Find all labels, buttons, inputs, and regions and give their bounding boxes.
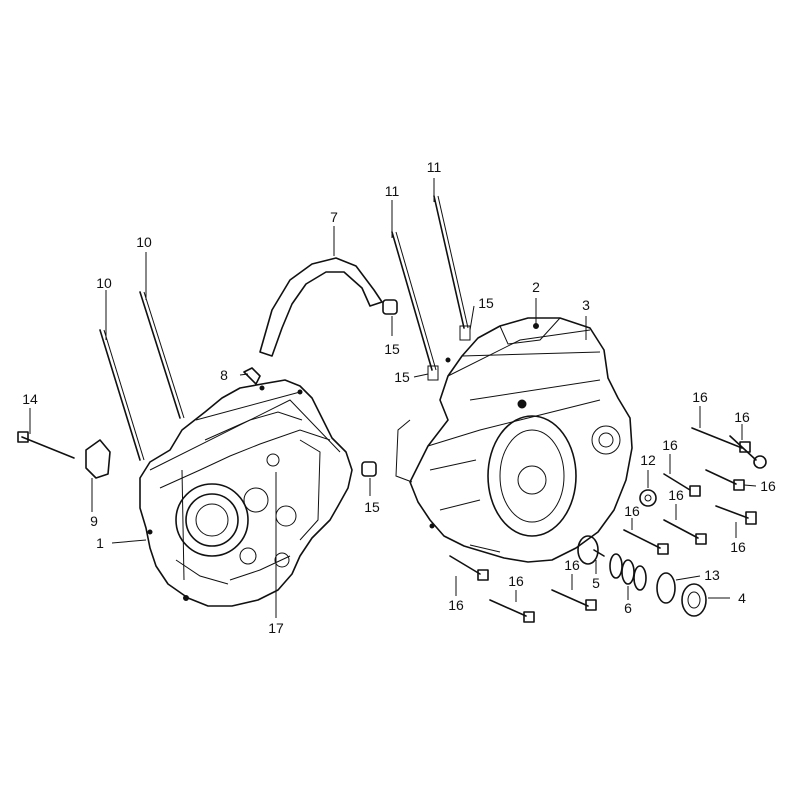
- label-16i: 16: [508, 573, 524, 589]
- label-16c: 16: [662, 437, 678, 453]
- stud-bolt-11a: [391, 231, 439, 381]
- label-10b: 10: [136, 234, 152, 250]
- dowel-pin-15a: [382, 299, 398, 315]
- label-1: 1: [96, 535, 104, 551]
- label-4: 4: [738, 590, 746, 606]
- label-15a: 15: [478, 295, 494, 311]
- clip-8: [243, 367, 261, 385]
- callout-labels: 1 2 3 4 5 6 7 8 9 10 10 11 11 12 13 14 1…: [22, 159, 776, 636]
- stud-bolt-11b: [433, 195, 471, 341]
- label-6: 6: [624, 600, 632, 616]
- label-12: 12: [640, 452, 656, 468]
- shaft-assembly: [577, 535, 707, 617]
- bracket-9: [85, 439, 111, 479]
- stud-bolt-10b: [139, 291, 185, 419]
- label-8: 8: [220, 367, 228, 383]
- label-2: 2: [532, 279, 540, 295]
- right-crankcase: [395, 317, 633, 563]
- label-15d: 15: [364, 499, 380, 515]
- dowel-pin-15b: [361, 461, 377, 477]
- label-16j: 16: [564, 557, 580, 573]
- label-15c: 15: [394, 369, 410, 385]
- label-13: 13: [704, 567, 720, 583]
- label-16f: 16: [730, 539, 746, 555]
- stud-bolt-10a: [99, 329, 145, 461]
- label-16h: 16: [448, 597, 464, 613]
- label-11b: 11: [427, 159, 442, 175]
- label-14: 14: [22, 391, 38, 407]
- leader-lines: [29, 178, 757, 618]
- label-16e: 16: [668, 487, 684, 503]
- bolt-14: [17, 431, 75, 459]
- label-11a: 11: [385, 183, 400, 199]
- label-16b: 16: [734, 409, 750, 425]
- label-10a: 10: [96, 275, 112, 291]
- label-16a: 16: [692, 389, 708, 405]
- part-17-fitting: [266, 453, 280, 467]
- bolts-16: [449, 427, 767, 623]
- label-9: 9: [90, 513, 98, 529]
- left-crankcase: [139, 379, 353, 607]
- label-5: 5: [592, 575, 600, 591]
- washer-12: [639, 489, 657, 507]
- label-7: 7: [330, 209, 338, 225]
- label-16g: 16: [624, 503, 640, 519]
- breather-tube: [259, 257, 383, 357]
- label-16d: 16: [760, 478, 776, 494]
- label-3: 3: [582, 297, 590, 313]
- label-17: 17: [268, 620, 284, 636]
- label-15b: 15: [384, 341, 400, 357]
